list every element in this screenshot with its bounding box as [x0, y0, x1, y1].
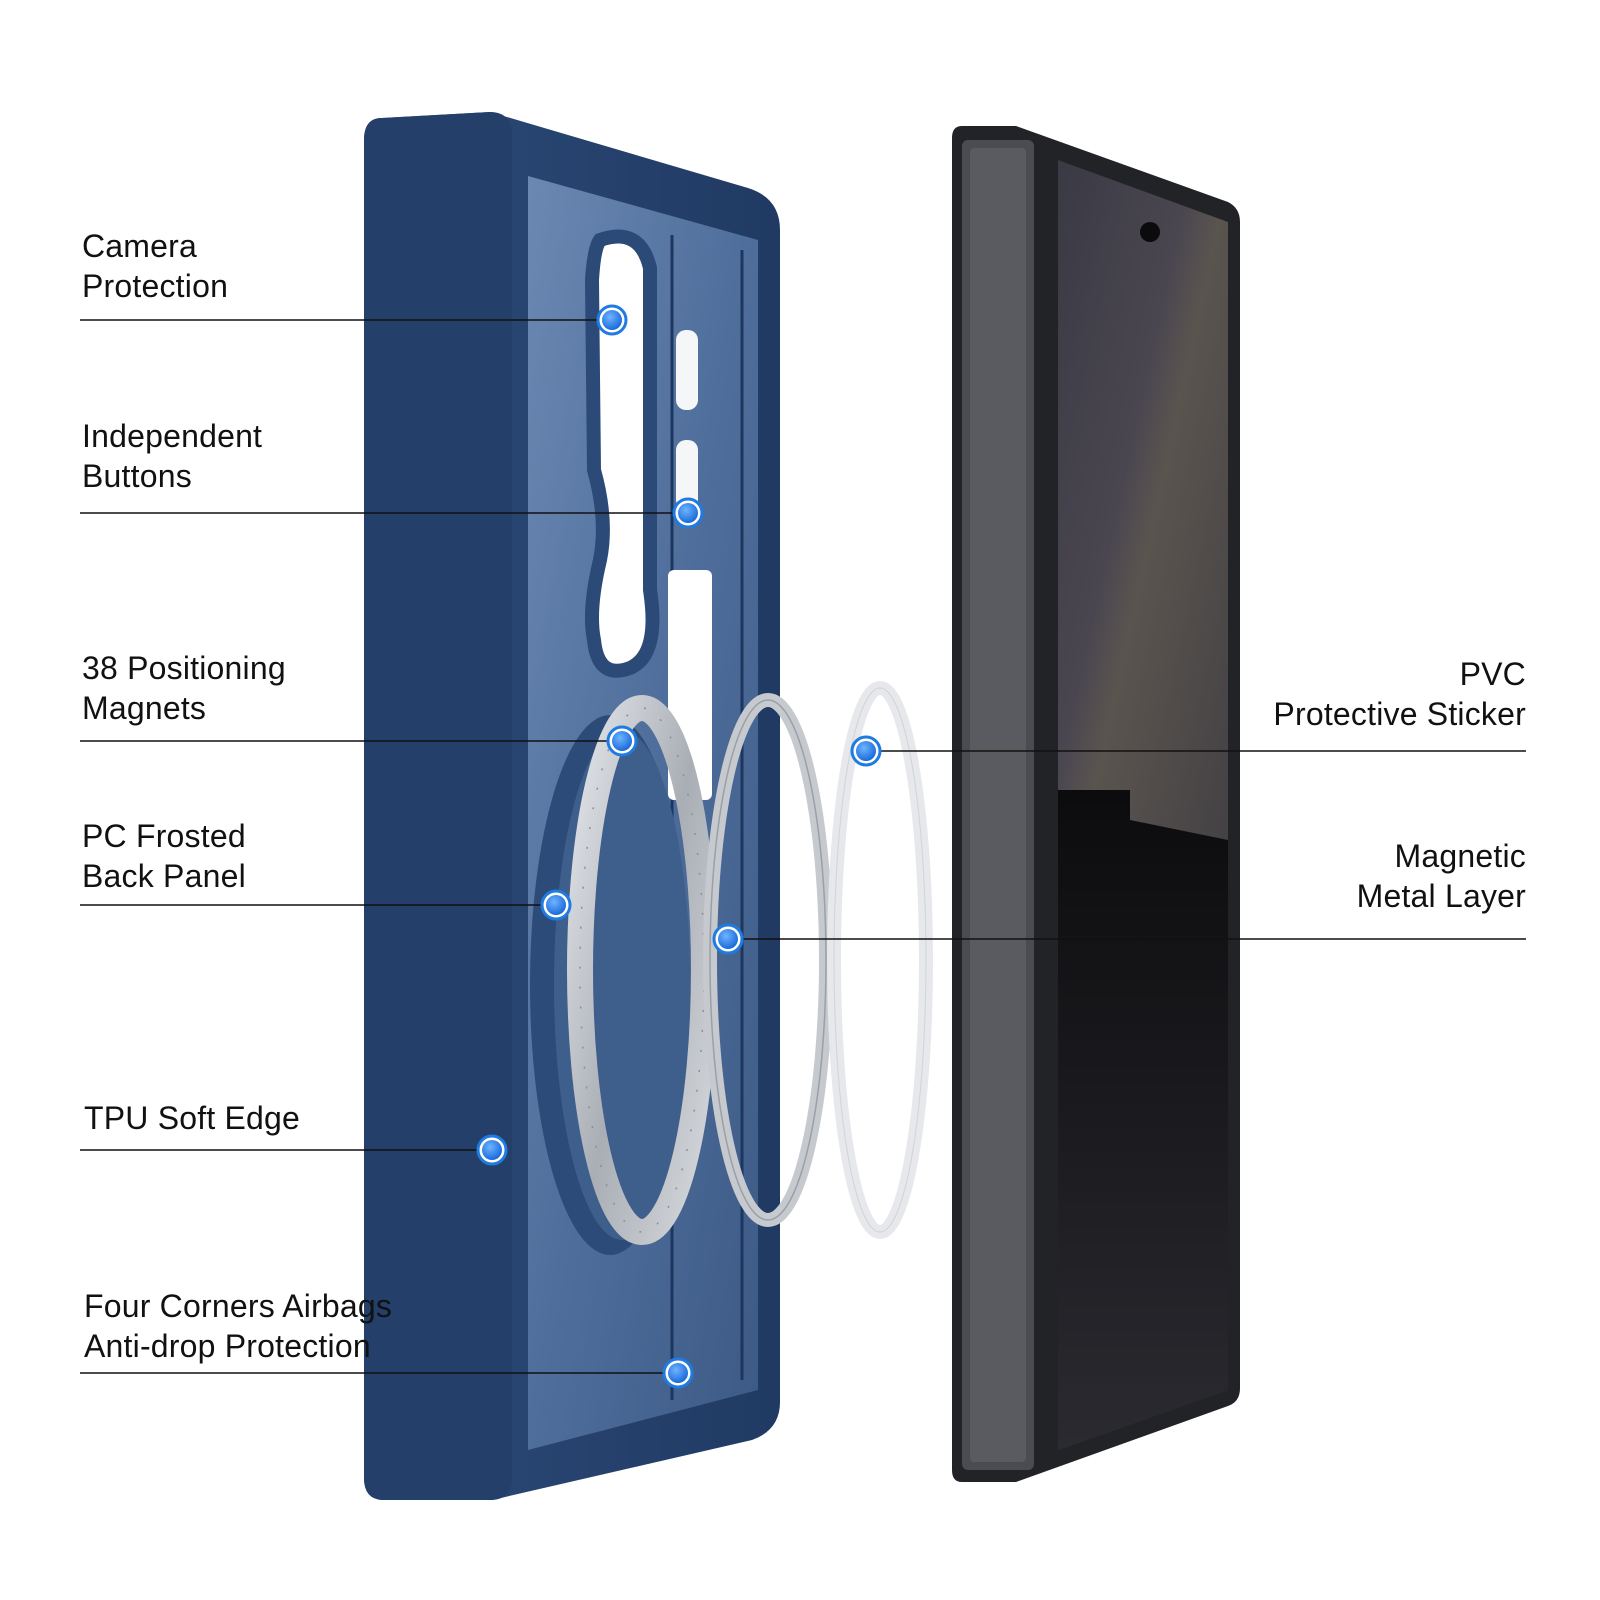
marker-independent-buttons — [672, 497, 704, 529]
marker-magnetic-metal-layer — [712, 923, 744, 955]
label-line: Magnetic — [1394, 838, 1526, 874]
label-pvc-protective-sticker: PVC Protective Sticker — [1273, 654, 1526, 734]
label-line: Four Corners Airbags — [84, 1288, 393, 1324]
label-line: Anti-drop Protection — [84, 1328, 371, 1364]
label-line: Protective Sticker — [1273, 696, 1526, 732]
marker-tpu-soft-edge — [476, 1134, 508, 1166]
label-tpu-soft-edge: TPU Soft Edge — [84, 1098, 300, 1138]
label-line: Camera — [82, 228, 198, 264]
label-line: PVC — [1459, 656, 1526, 692]
label-line: Buttons — [82, 458, 192, 494]
foldable-phone — [952, 126, 1240, 1482]
label-magnetic-metal-layer: Magnetic Metal Layer — [1357, 836, 1526, 916]
label-pc-frosted-back-panel: PC Frosted Back Panel — [82, 816, 246, 896]
button-slot-upper — [676, 330, 698, 410]
button-slot-lower — [676, 440, 698, 510]
label-line: Metal Layer — [1356, 878, 1526, 914]
label-camera-protection: Camera Protection — [82, 226, 228, 306]
leader-lines — [80, 319, 1526, 1374]
metal-layer-ring — [703, 693, 833, 1227]
screen-shadow — [1058, 790, 1228, 1450]
label-line: 38 Positioning — [82, 650, 286, 686]
label-positioning-magnets: 38 Positioning Magnets — [82, 648, 286, 728]
phone-hinge-face — [970, 148, 1026, 1462]
front-camera-icon — [1140, 222, 1160, 242]
markers — [476, 304, 882, 1389]
label-line: Magnets — [82, 690, 207, 726]
camera-ring — [584, 229, 660, 678]
marker-four-corners-airbags — [662, 1357, 694, 1389]
marker-positioning-magnets — [606, 725, 638, 757]
camera-cutout — [592, 236, 653, 671]
marker-pvc-protective-sticker — [850, 735, 882, 767]
label-line: PC Frosted — [82, 818, 246, 854]
label-line: Back Panel — [82, 858, 246, 894]
label-four-corners-airbags: Four Corners Airbags Anti-drop Protectio… — [84, 1286, 392, 1366]
label-independent-buttons: Independent Buttons — [82, 416, 262, 496]
label-line: TPU Soft Edge — [84, 1100, 301, 1136]
marker-camera-protection — [596, 304, 628, 336]
pvc-sticker-ring — [827, 681, 933, 1239]
case-side-edge — [364, 112, 512, 1500]
label-line: Protection — [82, 268, 229, 304]
marker-pc-frosted-back-panel — [540, 889, 572, 921]
label-line: Independent — [82, 418, 263, 454]
